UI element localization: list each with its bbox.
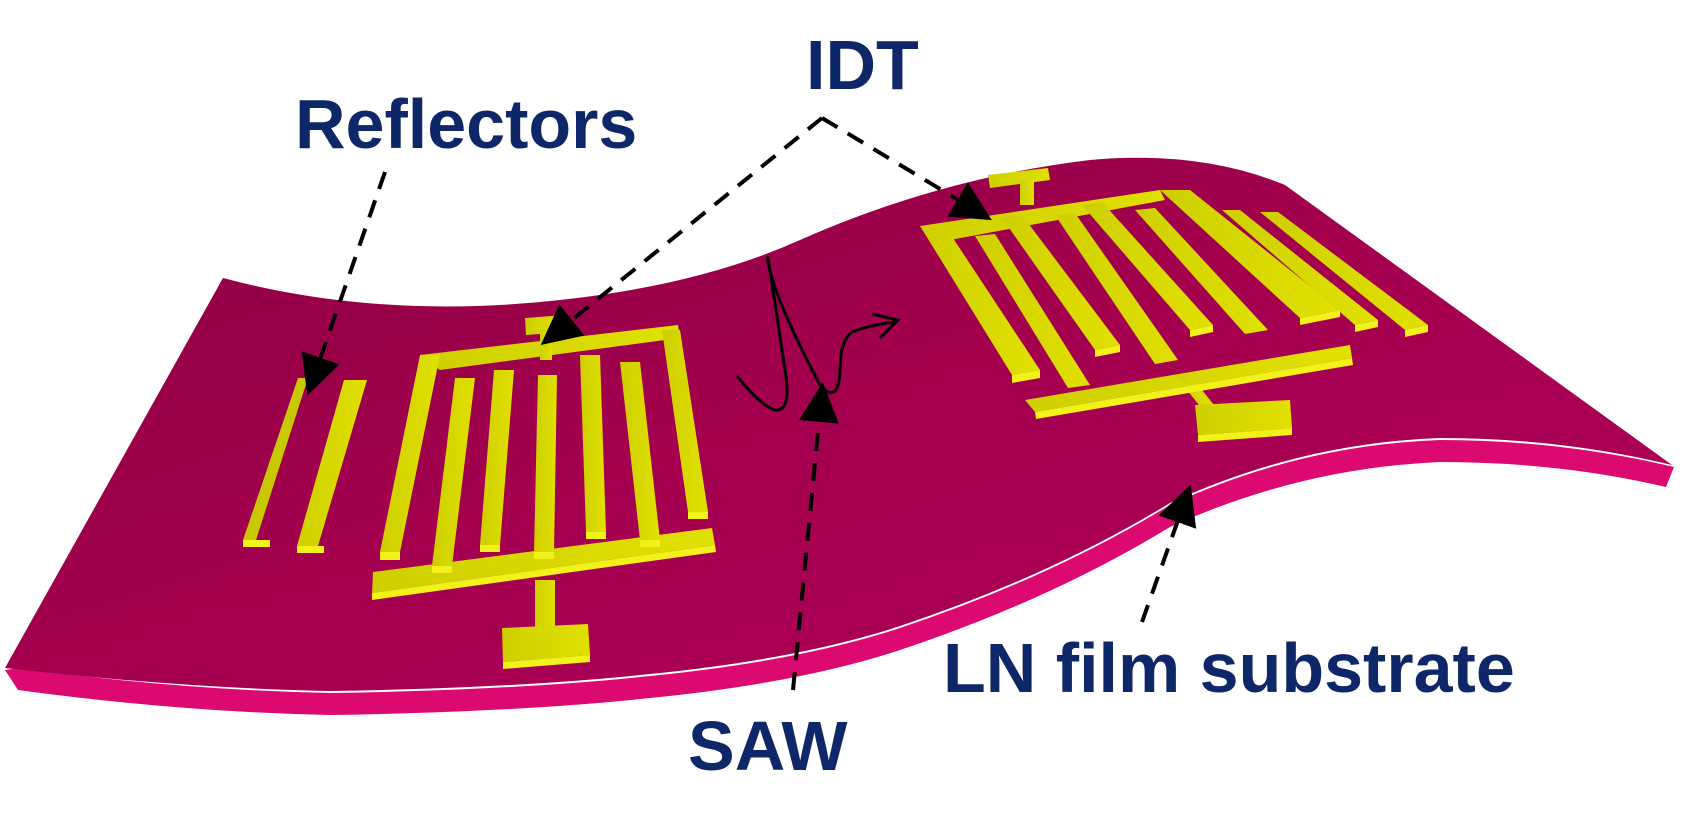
left-idt <box>372 315 716 669</box>
substrate-edge <box>5 440 1674 715</box>
substrate-arrow <box>1140 484 1197 623</box>
reflector-strip <box>243 378 308 540</box>
left-reflectors <box>243 378 367 553</box>
reflectors-label: Reflectors <box>295 85 637 163</box>
substrate-label: LN film substrate <box>943 629 1515 707</box>
saw-label: SAW <box>688 707 847 785</box>
callout-arrows <box>301 116 1197 691</box>
saw-wave <box>735 256 896 412</box>
saw-wave-arrowhead <box>871 312 901 340</box>
substrate-film <box>5 157 1672 691</box>
reflector-strip <box>297 546 324 553</box>
idt-label: IDT <box>806 26 919 104</box>
right-idt <box>920 168 1428 442</box>
reflector-strip <box>297 380 367 546</box>
saw-arrow <box>791 382 839 691</box>
idt-arrow-right <box>820 116 992 221</box>
reflectors-arrow <box>301 171 387 396</box>
reflector-strip <box>243 540 270 547</box>
